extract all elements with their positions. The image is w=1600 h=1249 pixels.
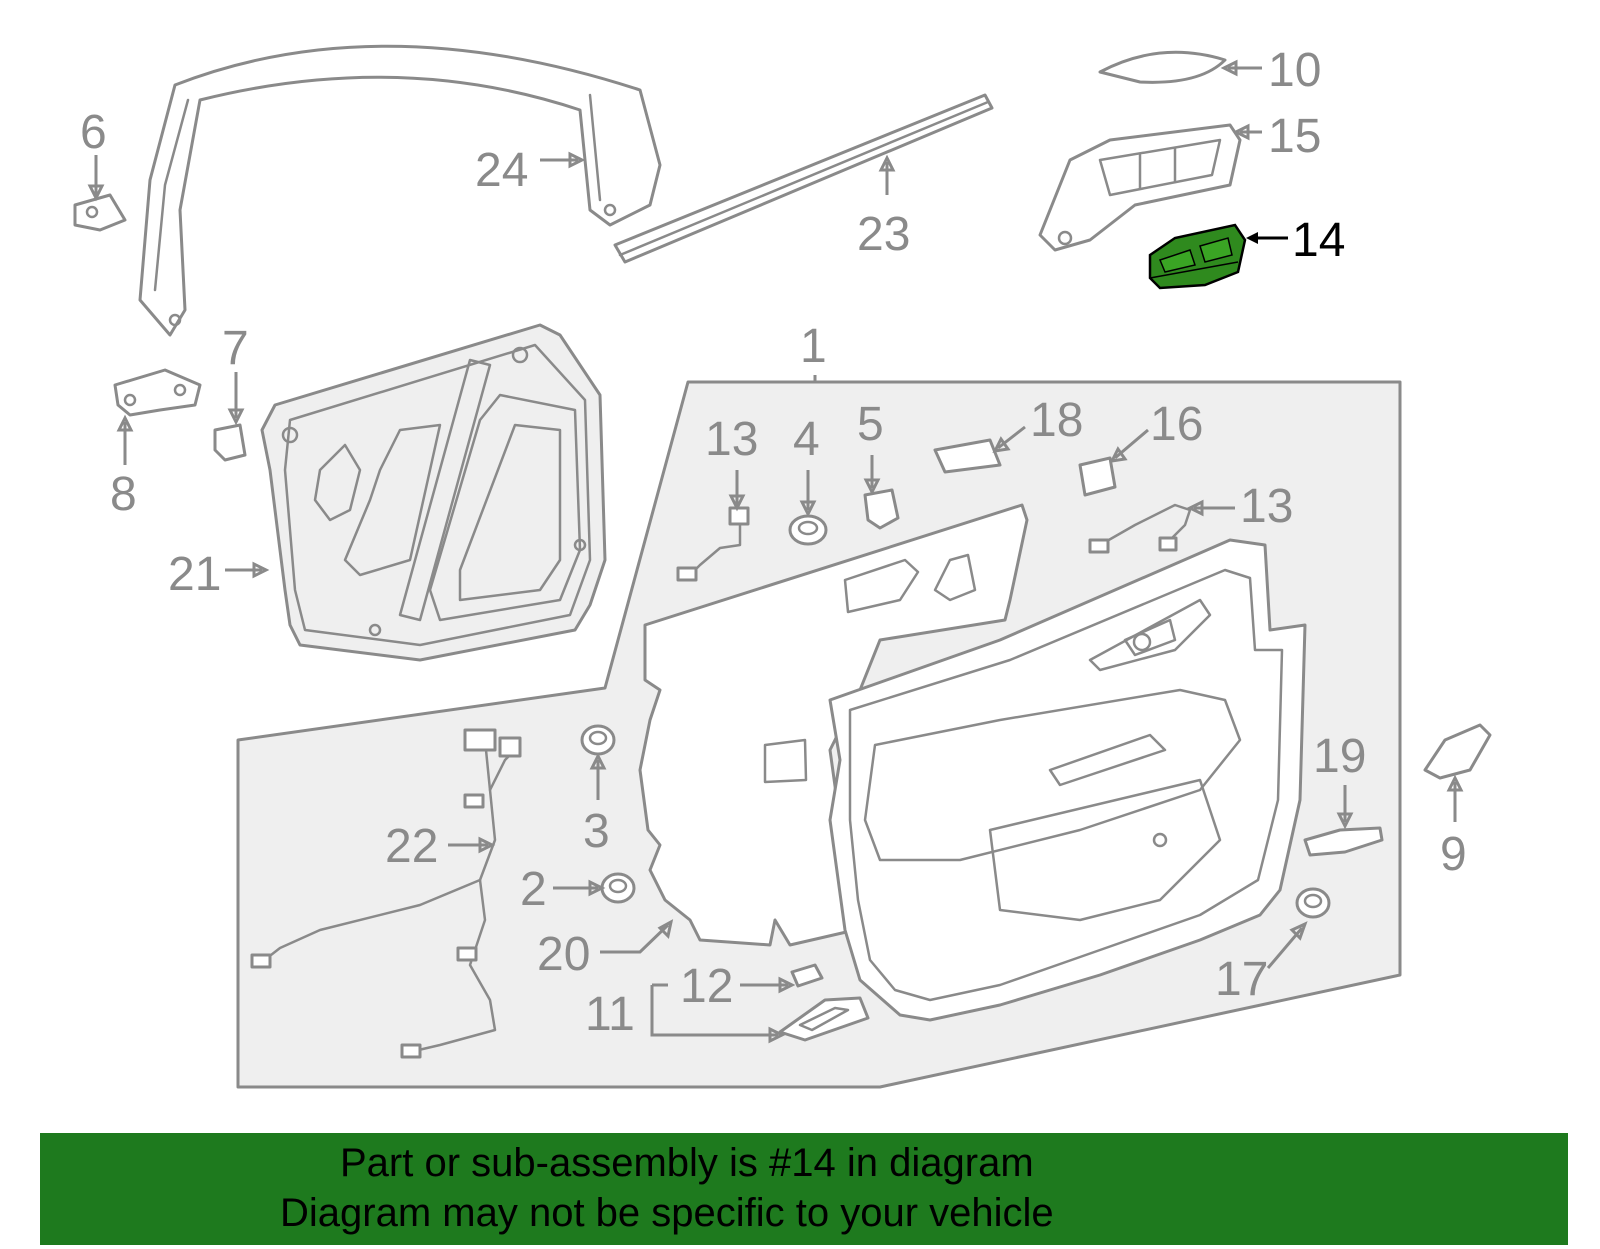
part-5-clip [863,488,900,530]
callout-12: 12 [680,960,733,1013]
part-3-pushpin [580,724,616,756]
part-23-belt-molding [613,93,994,264]
callout-24: 24 [475,144,528,197]
part-4-pushpin [788,514,828,546]
callout-23: 23 [857,208,910,261]
callout-4: 4 [793,413,820,466]
callout-14: 14 [1292,214,1345,267]
callout-3: 3 [583,805,610,858]
callout-16: 16 [1150,398,1203,451]
info-banner: Part or sub-assembly is #14 in diagram D… [40,1133,1568,1245]
callout-7: 7 [222,322,249,375]
callout-13-left: 13 [705,413,758,466]
callout-10: 10 [1268,44,1321,97]
callout-5: 5 [857,398,884,451]
callout-17: 17 [1215,953,1268,1006]
callout-11: 11 [585,988,635,1041]
callout-13-right: 13 [1240,480,1293,533]
callout-19: 19 [1313,730,1366,783]
part-22-wiring-harness [250,728,522,1059]
callout-labels: 6 24 23 10 15 14 7 8 21 1 13 4 5 18 16 1… [80,44,1467,1041]
part-8-bracket [113,368,202,417]
leader-lines [87,59,1464,1044]
part-10-cover [1098,50,1227,84]
part-11-pull-cup [778,996,870,1042]
part-21-door-module [260,323,607,662]
part-16-clip [1078,456,1117,497]
part-15-switch-bezel [1038,123,1242,252]
callout-20: 20 [537,928,590,981]
callout-15: 15 [1268,110,1321,163]
part-19-reflector [1303,826,1384,857]
part-24-frame-molding [138,44,662,337]
callout-22: 22 [385,820,438,873]
callout-9: 9 [1440,828,1467,881]
callout-2: 2 [520,863,547,916]
callout-21: 21 [168,548,221,601]
banner-line-2: Diagram may not be specific to your vehi… [280,1191,1054,1235]
part-6-bracket [73,193,127,232]
part-17-pushpin [1295,887,1331,919]
part-14-window-switch[interactable] [1148,223,1247,290]
callout-6: 6 [80,106,107,159]
part-13-harness-left [676,506,750,582]
part-12-clip [790,963,824,988]
banner-line-1: Part or sub-assembly is #14 in diagram [340,1141,1034,1185]
part-13-harness-right [1088,503,1192,554]
callout-1: 1 [800,320,827,373]
part-2-pushpin [600,872,636,904]
part-1-door-trim-panel [828,538,1307,1022]
callout-8: 8 [110,468,137,521]
part-18-cover [933,438,1002,474]
part-9-cover [1423,723,1492,780]
callout-18: 18 [1030,394,1083,447]
part-7-clip [213,423,247,462]
